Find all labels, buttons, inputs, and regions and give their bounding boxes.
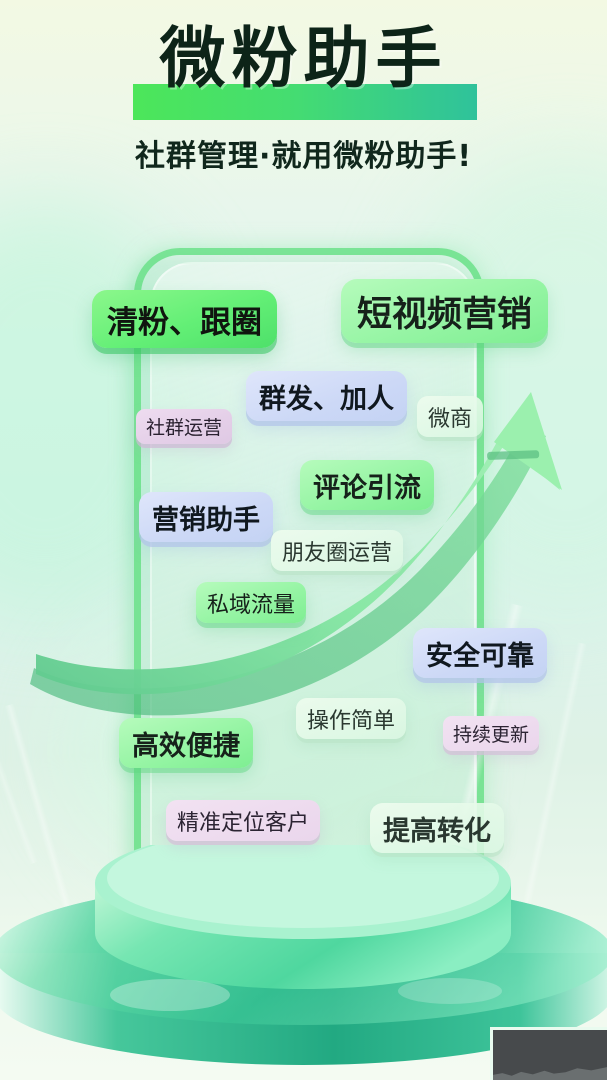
overlay-ridge-shape <box>493 1066 607 1080</box>
keyword-tag[interactable]: 精准定位客户 <box>166 800 321 841</box>
app-title: 微粉助手 <box>159 20 448 97</box>
keyword-tag-label: 微商 <box>428 406 473 432</box>
keyword-tag-label: 群发、加人 <box>259 383 394 415</box>
keyword-tag[interactable]: 微商 <box>417 396 484 437</box>
keyword-tag[interactable]: 营销助手 <box>139 492 273 542</box>
keyword-tag[interactable]: 操作简单 <box>296 698 407 739</box>
keyword-tag-label: 操作简单 <box>307 708 396 734</box>
keyword-tag-label: 精准定位客户 <box>177 810 310 836</box>
keyword-tag[interactable]: 安全可靠 <box>413 628 547 678</box>
keyword-tag[interactable]: 评论引流 <box>300 460 434 510</box>
title-banner <box>133 84 477 120</box>
keyword-tag-label: 清粉、跟圈 <box>107 304 262 341</box>
keyword-tag[interactable]: 社群运营 <box>136 409 233 444</box>
keyword-tag[interactable]: 高效便捷 <box>119 718 253 768</box>
keyword-tag[interactable]: 持续更新 <box>443 716 540 751</box>
keyword-tag-label: 朋友圈运营 <box>282 540 393 566</box>
keyword-tag-label: 持续更新 <box>453 724 530 746</box>
page-title: 微粉助手 <box>0 22 607 96</box>
page-subtitle: 社群管理·就用微粉助手! <box>134 139 473 174</box>
keyword-tag[interactable]: 朋友圈运营 <box>271 530 404 571</box>
keyword-tag-label: 评论引流 <box>313 472 421 504</box>
keyword-tag-label: 安全可靠 <box>426 640 534 672</box>
keyword-tag[interactable]: 私域流量 <box>196 582 307 623</box>
keyword-tag[interactable]: 群发、加人 <box>246 371 407 421</box>
keyword-tag-label: 私域流量 <box>207 592 296 618</box>
keyword-tag[interactable]: 提高转化 <box>370 803 504 853</box>
podium-graphic <box>0 845 607 1065</box>
keyword-tag-label: 社群运营 <box>146 417 223 439</box>
keyword-tag[interactable]: 清粉、跟圈 <box>92 290 277 348</box>
keyword-tag[interactable]: 短视频营销 <box>341 279 549 343</box>
keyword-tag-label: 营销助手 <box>152 504 260 536</box>
keyword-tag-label: 提高转化 <box>383 815 491 847</box>
keyword-tag-label: 高效便捷 <box>132 730 240 762</box>
keyword-tag-label: 短视频营销 <box>357 294 533 335</box>
bottom-right-overlay-panel[interactable] <box>490 1027 607 1080</box>
